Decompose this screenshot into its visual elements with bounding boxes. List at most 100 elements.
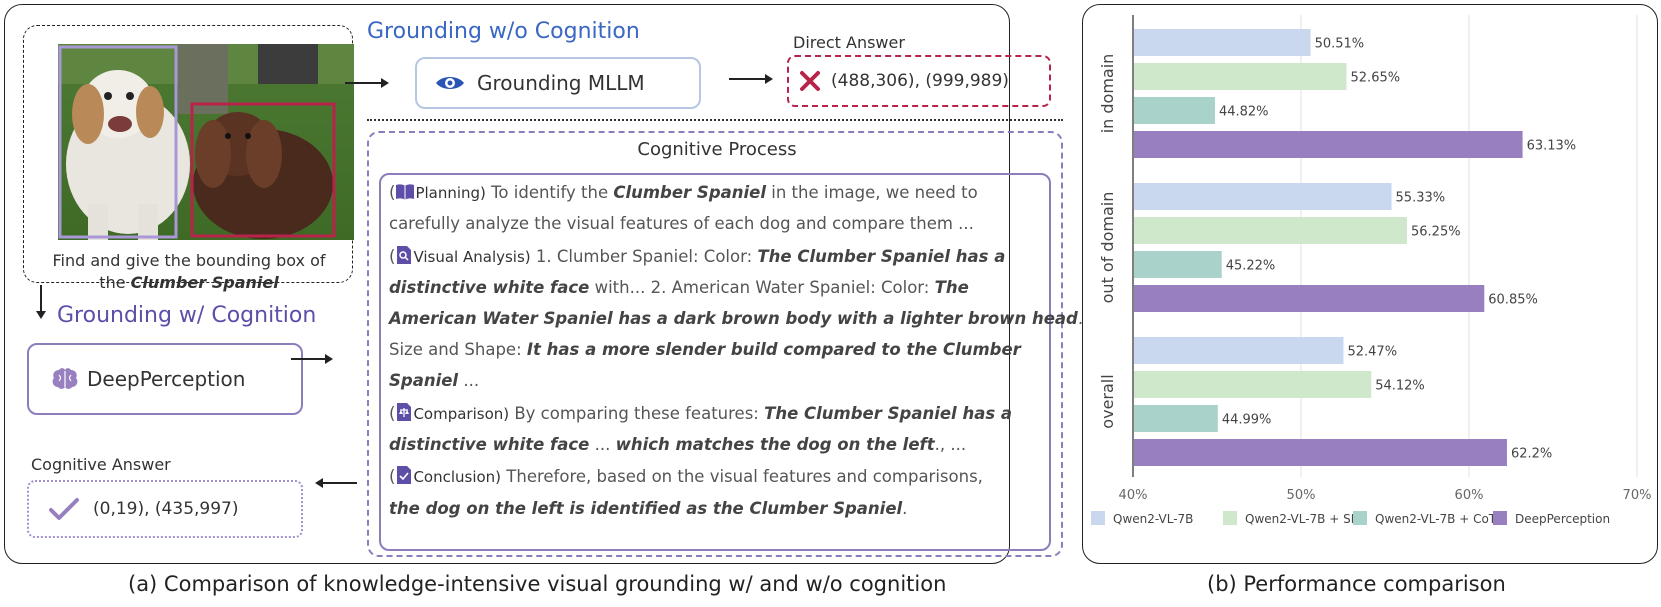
direct-answer-label: Direct Answer [793,33,905,52]
bar [1134,337,1344,364]
arrow-left-icon [315,478,357,488]
bar [1134,439,1507,466]
x-tick-label: 40% [1119,488,1148,503]
paren: ( [389,247,396,266]
process-line: (Conclusion) Therefore, based on the vis… [389,461,983,493]
query-text: Find and give the bounding box of the Cl… [24,250,354,294]
scales-document-icon [397,403,412,421]
check-icon [49,498,79,520]
grounding-without-cognition-heading: Grounding w/o Cognition [367,19,640,44]
data-label: 52.65% [1351,71,1401,86]
panel-a-frame: Find and give the bounding box of the Cl… [4,4,1083,564]
x-tick-label: 70% [1623,488,1652,503]
grounding-with-cognition-heading: Grounding w/ Cognition [57,303,317,328]
step-tag-planning: Planning) [415,184,486,202]
data-label: 62.2% [1511,447,1552,462]
query-subject: Clumber Spaniel [130,273,279,292]
bar [1134,217,1407,244]
step-tag-comparison: Comparison) [413,405,510,423]
cognitive-process-title: Cognitive Process [637,139,797,160]
paren: ( [389,183,396,202]
query-line-2: the Clumber Spaniel [24,272,354,294]
data-label: 54.12% [1375,379,1425,394]
text: . [902,499,908,518]
cognitive-process-frame: Cognitive Process ( Planning) To identify… [367,131,1083,557]
data-label: 60.85% [1488,293,1538,308]
query-prefix: Find and give the bounding box of [52,251,326,270]
emphasis: which matches the dog on the left [615,435,935,454]
text: 1. Clumber Spaniel: Color: [530,247,758,266]
cross-icon [800,71,820,91]
emphasis: The [934,278,969,297]
process-line: American Water Spaniel has a dark brown … [389,303,1083,335]
legend-swatch [1091,511,1105,525]
panel-a-caption: (a) Comparison of knowledge-intensive vi… [128,572,947,596]
text: By comparing these features: [509,404,765,423]
paren: ( [389,467,396,486]
step-tag-visual-analysis: Visual Analysis) [413,248,531,266]
cognitive-answer-value: (0,19), (435,997) [93,499,239,519]
data-label: 52.47% [1347,345,1397,360]
performance-bar-chart: 40%50%60%70%50.51%52.65%44.82%63.13%in d… [1091,15,1652,526]
emphasis: The Clumber Spaniel has a [757,247,1006,266]
data-label: 44.99% [1222,413,1272,428]
step-tag-conclusion: Conclusion) [413,468,502,486]
text: ., ... [934,435,967,454]
emphasis: distinctive white face [389,278,590,297]
separator-line [367,119,1063,121]
emphasis: Spaniel [389,371,459,390]
legend-swatch [1353,511,1367,525]
emphasis: American Water Spaniel has a dark brown … [389,309,1078,328]
panel-b-caption: (b) Performance comparison [1207,572,1506,596]
magnifier-document-icon [397,246,412,264]
category-label: overall [1098,374,1117,428]
bar [1134,131,1523,158]
book-icon [396,184,415,200]
bar [1134,371,1372,398]
text: with... 2. American Water Spaniel: Color… [589,278,935,297]
legend-label: Qwen2-VL-7B [1113,512,1193,526]
bar [1134,97,1215,124]
deepperception-label: DeepPerception [87,367,246,391]
emphasis: It has a more slender build compared to … [526,340,1021,359]
text: . [1077,309,1084,328]
bar [1134,29,1311,56]
emphasis: distinctive white face [389,435,590,454]
text: in the image, we need to [766,183,978,202]
legend-label: Qwen2-VL-7B + CoT [1375,512,1497,526]
query-box: Find and give the bounding box of the Cl… [23,25,354,292]
process-line: ( Comparison) By comparing these features… [389,398,1012,430]
eye-icon [436,77,464,89]
legend-swatch [1223,511,1237,525]
process-line: (Planning) To identify the Clumber Spani… [389,177,978,209]
data-label: 55.33% [1396,191,1446,206]
cognitive-answer-box: (0,19), (435,997) [27,480,303,538]
deepperception-box: DeepPerception [27,343,303,415]
x-tick-label: 60% [1455,488,1484,503]
arrow-down-icon [36,285,46,319]
text: carefully analyze the visual features of… [389,214,974,233]
checklist-document-icon [397,466,412,484]
data-label: 50.51% [1315,37,1365,52]
panel-b-frame: 40%50%60%70%50.51%52.65%44.82%63.13%in d… [1082,4,1658,564]
process-line: distinctive white face with... 2. Americ… [389,272,969,304]
process-line: the dog on the left is identified as the… [389,493,907,525]
text: To identify the [485,183,614,202]
legend-label: DeepPerception [1515,512,1610,526]
arrow-right-icon [291,354,333,364]
text: ... [458,371,480,390]
arrow-right-icon [729,74,773,84]
direct-answer-value: (488,306), (999,989) [831,71,1009,91]
cognitive-process-content: (Planning) To identify the Clumber Spani… [379,173,1083,551]
grounding-mllm-label: Grounding MLLM [477,71,645,95]
paren: ( [389,404,396,423]
legend-swatch [1493,511,1507,525]
process-line: distinctive white face ... which matches… [389,429,966,461]
bar [1134,183,1392,210]
bar [1134,285,1485,312]
category-label: out of domain [1098,192,1117,304]
bar [1134,63,1347,90]
text: ... [589,435,616,454]
legend-label: Qwen2-VL-7B + SFT [1245,512,1365,526]
process-line: ( Visual Analysis) 1. Clumber Spaniel: Co… [389,241,1005,273]
